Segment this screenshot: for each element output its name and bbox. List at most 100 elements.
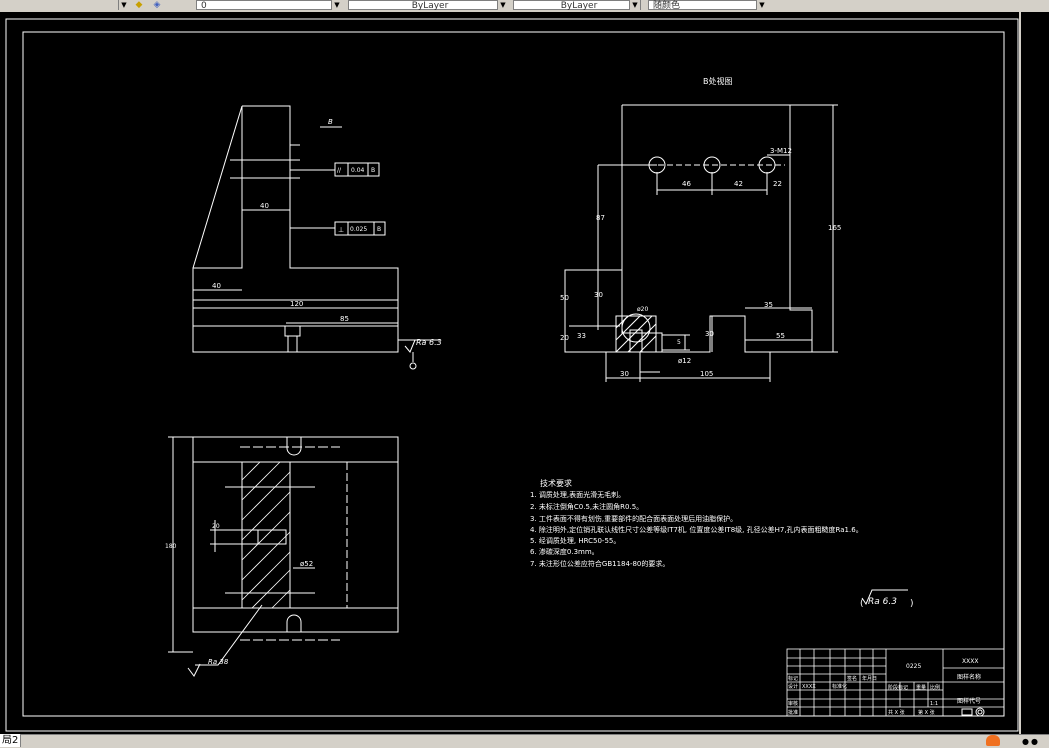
tech-item: 5. 经调质处理, HRC50-55。 bbox=[530, 536, 620, 545]
plan-view bbox=[168, 436, 399, 677]
view-title: B处视图 bbox=[703, 76, 733, 86]
dim-40-side: 40 bbox=[212, 282, 221, 290]
tech-item: 2. 未标注倒角C0.5,未注圆角R0.5。 bbox=[530, 502, 643, 511]
lineweight-combo[interactable]: 随颜色 bbox=[648, 0, 766, 11]
dim-42: 42 bbox=[734, 180, 743, 188]
tray-app-icon[interactable] bbox=[986, 735, 1000, 746]
dim-22: 22 bbox=[773, 180, 782, 188]
layer-value: 0 bbox=[201, 1, 207, 11]
label-mark: 标记 bbox=[788, 675, 798, 682]
dim-46: 46 bbox=[682, 180, 691, 188]
label-std: 标准化 bbox=[832, 683, 847, 690]
side-view bbox=[192, 105, 440, 370]
linetype-combo-arrow-icon[interactable]: ▼ bbox=[629, 0, 640, 10]
label-date: 年月日 bbox=[862, 675, 877, 682]
tech-item: 4. 除注明外,定位销孔联认线性尺寸公差等级IT7机, 位置度公差IT8级, 孔… bbox=[530, 525, 863, 534]
sheet-count: 共 X 张 bbox=[888, 709, 905, 716]
front-view bbox=[564, 104, 838, 382]
dim-30: 30 bbox=[594, 291, 603, 299]
dim-40-top: 40 bbox=[260, 202, 269, 210]
label-check: 审核 bbox=[788, 700, 798, 707]
part-name: 图样名称 bbox=[957, 673, 981, 681]
phi-12: ø12 bbox=[678, 357, 691, 365]
title-block-text: 0225 XXXX 图样名称 图样代号 1:1 共 X 张 第 X 张 标记 设… bbox=[788, 658, 981, 716]
roughness-symbol-icon: ( ) bbox=[860, 589, 914, 609]
company-name: XXXX bbox=[962, 658, 978, 665]
svg-text:): ) bbox=[910, 599, 914, 609]
dim-165: 165 bbox=[828, 224, 841, 232]
dim-87: 87 bbox=[596, 214, 605, 222]
tech-item: 3. 工件表面不得有划伤,重要部件的配合面表面处理后用油脂保护。 bbox=[530, 514, 737, 523]
title-block bbox=[786, 648, 1005, 717]
properties-toolbar: ▼ ◆ ◈ 0 ▼ ByLayer ▼ ByLayer ▼ 随颜色 ▼ bbox=[0, 0, 1049, 13]
sheet-inner-border bbox=[22, 31, 1005, 717]
label-ratio: 比例 bbox=[930, 684, 940, 691]
section-letter: B bbox=[328, 118, 333, 126]
front-section-hatch bbox=[615, 313, 657, 353]
layout-tab[interactable]: 局2 bbox=[0, 734, 21, 747]
color-value: ByLayer bbox=[411, 1, 449, 11]
tray-overflow-icon[interactable]: ●● bbox=[1022, 737, 1040, 746]
roughness-right: Ra 6.3 bbox=[416, 338, 442, 347]
perp-symbol: ⊥ bbox=[338, 226, 344, 234]
parallel-datum: B bbox=[371, 167, 375, 174]
sheet-number: 第 X 张 bbox=[918, 709, 935, 716]
dim-120: 120 bbox=[290, 300, 303, 308]
parallel-symbol: // bbox=[337, 167, 342, 174]
tech-item: 7. 未注形位公差应符合GB1184-80的要求。 bbox=[530, 559, 669, 568]
svg-text:(: ( bbox=[860, 599, 864, 609]
dim-5: 5 bbox=[677, 339, 681, 346]
color-combo[interactable]: ByLayer bbox=[348, 0, 508, 11]
roughness-plan: Ra 38 bbox=[208, 658, 229, 666]
phi-52: ø52 bbox=[300, 560, 313, 568]
label-sign: 签名 bbox=[847, 675, 857, 682]
dim-180: 180 bbox=[165, 543, 177, 550]
dim-35: 35 bbox=[764, 301, 773, 309]
color-combo-arrow-icon[interactable]: ▼ bbox=[497, 0, 508, 10]
scale-value: 1:1 bbox=[930, 701, 938, 707]
tech-item: 1. 调质处理,表面光滑无毛刺。 bbox=[530, 490, 625, 499]
perp-value: 0.025 bbox=[350, 226, 367, 233]
designer-name: XXXX bbox=[802, 684, 816, 690]
dim-20: 20 bbox=[560, 334, 569, 342]
plan-section-hatch bbox=[241, 461, 291, 609]
perp-datum: B bbox=[377, 226, 381, 233]
perpendicularity-frame bbox=[334, 221, 386, 236]
dim-50: 50 bbox=[560, 294, 569, 302]
label-weight: 重量 bbox=[916, 684, 926, 691]
phi-20: ø20 bbox=[637, 306, 648, 313]
projection-symbol-icon bbox=[961, 707, 985, 717]
dim-55: 55 bbox=[776, 332, 785, 340]
hole-note: 3-M12 bbox=[770, 147, 792, 155]
dim-105: 105 bbox=[700, 370, 713, 378]
label-stage: 阶段标记 bbox=[888, 684, 908, 691]
label-design: 设计 bbox=[788, 683, 798, 690]
general-roughness: Ra 6.3 bbox=[868, 597, 897, 607]
drawing-svg: B处视图 B 40 40 120 85 // 0.04 B ⊥ 0.025 B … bbox=[5, 18, 1019, 732]
vertical-scrollbar[interactable] bbox=[1019, 12, 1049, 734]
sheet-outer-border bbox=[5, 18, 1019, 732]
drawing-canvas[interactable]: B处视图 B 40 40 120 85 // 0.04 B ⊥ 0.025 B … bbox=[0, 12, 1019, 734]
tech-item: 6. 渗碳深度0.3mm。 bbox=[530, 547, 599, 556]
lineweight-value: 随颜色 bbox=[653, 1, 681, 11]
status-bar bbox=[0, 734, 1049, 748]
label-approve: 批准 bbox=[788, 709, 798, 716]
linetype-combo[interactable]: ByLayer bbox=[513, 0, 641, 11]
dim-30c: 30 bbox=[620, 370, 629, 378]
linetype-value: ByLayer bbox=[560, 1, 598, 11]
parallel-value: 0.04 bbox=[351, 167, 365, 174]
lineweight-combo-arrow-icon[interactable]: ▼ bbox=[756, 0, 767, 10]
layer-combo-arrow-icon[interactable]: ▼ bbox=[331, 0, 342, 10]
drawing-name: 图样代号 bbox=[957, 697, 981, 705]
parallelism-frame bbox=[334, 162, 380, 177]
combo-arrow-icon[interactable]: ▼ bbox=[118, 0, 129, 10]
layer-state-icon[interactable]: ◆ bbox=[135, 0, 143, 10]
dim-20-plan: 20 bbox=[212, 523, 220, 530]
dim-85: 85 bbox=[340, 315, 349, 323]
tech-requirements: 技术要求 1. 调质处理,表面光滑无毛刺。 2. 未标注倒角C0.5,未注圆角R… bbox=[530, 478, 863, 568]
layer-combo[interactable]: 0 bbox=[196, 0, 342, 11]
dim-30b: 30 bbox=[705, 330, 714, 338]
layer-stack-icon[interactable]: ◈ bbox=[153, 0, 161, 10]
part-code: 0225 bbox=[906, 663, 921, 670]
tech-heading: 技术要求 bbox=[540, 478, 572, 488]
